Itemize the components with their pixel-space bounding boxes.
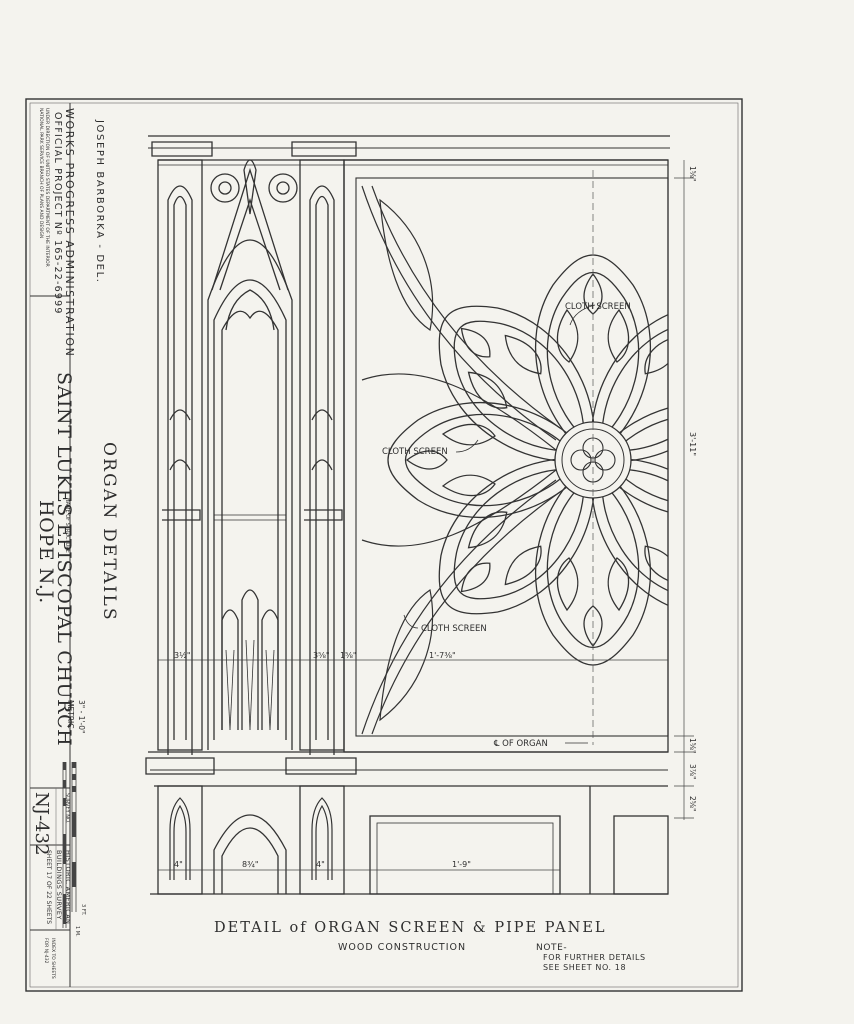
note-line-2: SEE SHEET NO. 18 xyxy=(543,963,626,972)
survey-title-line-1: HISTORIC AMERICAN xyxy=(64,850,72,924)
dim-base-arch: 8¾" xyxy=(242,860,259,869)
title-block: WORKS PROGRESS ADMINISTRATION OFFICIAL P… xyxy=(30,103,76,987)
structure-location: HOPE N.J. xyxy=(35,500,57,604)
caption-title: DETAIL of ORGAN SCREEN & PIPE PANEL xyxy=(214,920,607,936)
center-line-label: ℄ OF ORGAN xyxy=(493,739,548,749)
project-number: OFFICIAL PROJECT Nº 165-22-6999 xyxy=(52,112,63,315)
cloth-screen-label-top: CLOTH SCREEN xyxy=(565,302,631,312)
note-line-1: FOR FURTHER DETAILS xyxy=(543,953,646,962)
dimension-lines xyxy=(158,160,694,871)
scale-feet: 3 FT. xyxy=(80,904,86,916)
delineator: JOSEPH BARBORKA - DEL. xyxy=(94,119,105,284)
sheet-count: SHEET 17 OF 22 SHEETS xyxy=(45,850,52,924)
caption-subtitle: WOOD CONSTRUCTION xyxy=(338,942,466,953)
drawing-title: ORGAN DETAILS xyxy=(99,442,119,622)
survey-number: NJ-432 xyxy=(31,792,52,855)
organ-screen-panel: CLOTH SCREEN CLOTH SCREEN CLOTH SCREEN ℄… xyxy=(343,159,669,753)
dim-stile-left: 3½" xyxy=(174,651,191,660)
scale-metric: METRIC xyxy=(66,700,75,728)
sponsor-line-1: UNDER DIRECTION OF UNITED STATES DEPARTM… xyxy=(44,108,50,267)
dim-base-left: 4" xyxy=(174,860,183,869)
dim-base-mid: 4" xyxy=(316,860,325,869)
dim-rail-b: 3⅞" xyxy=(688,764,697,780)
note-head: NOTE- xyxy=(536,943,567,953)
scale-meters: 1 M. xyxy=(74,926,80,937)
cloth-screen-label-bottom: CLOTH SCREEN xyxy=(421,624,487,634)
dim-rail-a: 1⅝" xyxy=(688,738,697,754)
tracery-rose xyxy=(361,185,668,735)
cloth-screen-label-left: CLOTH SCREEN xyxy=(382,447,448,457)
dim-stile-mid: 3⅝" xyxy=(313,651,330,660)
survey-title-line-2: BUILDINGS SURVEY xyxy=(55,850,63,920)
dim-panel-width: 1'-7⅜" xyxy=(429,651,456,660)
wpa-title: WORKS PROGRESS ADMINISTRATION xyxy=(63,108,76,357)
sponsor-line-2: NATIONAL PARK SERVICE BRANCH OF PLANS AN… xyxy=(38,108,44,238)
corner-note-1: INDEX TO SHEETS xyxy=(50,938,56,979)
organ-case xyxy=(145,135,670,895)
dim-base-panel: 1'-9" xyxy=(452,860,471,869)
dim-rail-c: 2⅝" xyxy=(688,796,697,812)
graphic-scale: 3" - 1'-0" METRIC 3 FT. 1 M. xyxy=(62,700,86,937)
structure-name: SAINT LUKES EPISCOPAL CHURCH xyxy=(53,372,75,746)
dim-top-margin: 1⅝" xyxy=(688,166,697,182)
dim-stile-gap: 1⅝" xyxy=(340,651,357,660)
dim-panel-height: 3'-11" xyxy=(688,432,697,456)
scale-imperial: 3" - 1'-0" xyxy=(77,700,86,733)
corner-note-2: FOR NJ-432 xyxy=(43,938,49,964)
name-of-structure-label: NAME OF STRUCTURE xyxy=(64,498,70,553)
survey-no-label: SURVEY NO. xyxy=(64,793,70,824)
